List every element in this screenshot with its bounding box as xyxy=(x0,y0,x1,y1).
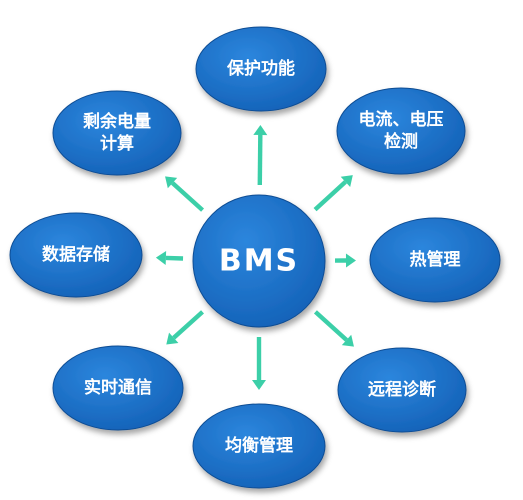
arrow-head xyxy=(253,124,268,136)
node-label: 远程诊断 xyxy=(368,379,436,400)
node-ellipse xyxy=(369,217,501,303)
node-label: 检测 xyxy=(384,131,418,152)
arrow-shaft xyxy=(172,310,205,340)
arrow-shaft xyxy=(257,134,263,186)
node-ellipse xyxy=(337,347,467,433)
node-storage: 数据存储 xyxy=(9,212,143,298)
arrow-4 xyxy=(252,337,266,390)
node-label: 均衡管理 xyxy=(225,435,293,456)
arrow-3 xyxy=(313,310,354,347)
node-ellipse xyxy=(52,90,182,176)
arrow-0 xyxy=(253,124,268,186)
arrow-2 xyxy=(334,253,357,268)
arrow-6 xyxy=(155,250,184,265)
arrow-shaft xyxy=(334,258,347,263)
node-label: 电流、电压 xyxy=(359,109,444,130)
center-label: BMS xyxy=(219,244,299,279)
node-label: 剩余电量 xyxy=(83,111,151,132)
node-thermal: 热管理 xyxy=(369,217,501,303)
node-label: 实时通信 xyxy=(84,377,152,398)
arrow-shaft xyxy=(256,337,262,380)
arrow-head xyxy=(155,250,167,265)
node-ellipse xyxy=(336,87,466,175)
center-node-group: BMS xyxy=(192,194,326,328)
node-ellipse xyxy=(192,403,326,489)
center-node xyxy=(192,194,326,328)
arrow-head xyxy=(252,380,266,390)
node-label: 计算 xyxy=(100,133,134,154)
node-communication: 实时通信 xyxy=(52,345,184,431)
arrow-5 xyxy=(166,310,205,345)
arrow-shaft xyxy=(313,180,347,212)
arrow-1 xyxy=(313,175,353,212)
arrow-head xyxy=(341,334,354,347)
node-ellipse xyxy=(9,212,143,298)
node-remote-diagnosis: 远程诊断 xyxy=(337,347,467,433)
node-balancing: 均衡管理 xyxy=(192,403,326,489)
arrow-shaft xyxy=(313,310,349,342)
node-label: 热管理 xyxy=(410,249,461,270)
node-ellipse xyxy=(52,345,184,431)
arrow-head xyxy=(345,253,357,268)
node-label: 保护功能 xyxy=(226,58,295,79)
arrow-7 xyxy=(165,176,205,212)
arrow-head xyxy=(165,176,178,189)
arrows xyxy=(155,124,357,390)
arrow-shaft xyxy=(165,255,184,261)
node-label: 数据存储 xyxy=(42,244,110,265)
arrow-head xyxy=(340,175,353,188)
node-protection: 保护功能 xyxy=(195,26,327,112)
arrow-head xyxy=(166,332,179,345)
node-ellipse xyxy=(195,26,327,112)
arrow-shaft xyxy=(171,181,205,212)
